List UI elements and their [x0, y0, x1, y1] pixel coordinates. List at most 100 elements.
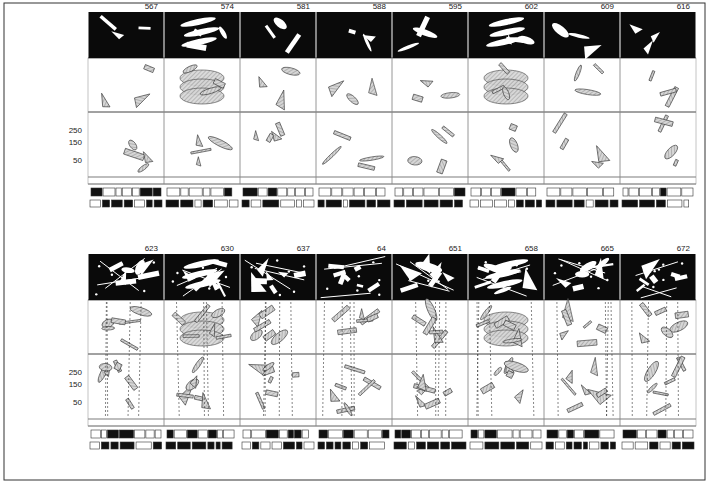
timing-bar: [252, 442, 258, 449]
frame-dot: [356, 289, 358, 291]
frame-shape: [568, 32, 590, 40]
plan-shape: [412, 94, 423, 102]
plan-shape: [259, 305, 275, 319]
plan-shape: [503, 320, 516, 330]
timing-bar: [352, 442, 358, 449]
frame-shape: [649, 30, 662, 43]
timing-box: [243, 188, 257, 196]
elevation-shape: [506, 371, 514, 379]
timing-bar: [516, 200, 523, 207]
frame-dot: [502, 274, 504, 276]
timing-bar: [154, 200, 162, 207]
timing-bar: [525, 200, 534, 207]
column-frame: [544, 58, 620, 184]
timing-box: [574, 430, 583, 438]
column-frame: [468, 58, 544, 184]
film-frame: [317, 254, 392, 300]
frame-shape: [348, 29, 356, 35]
height-scale: 250: [69, 126, 82, 135]
timing-bar: [135, 200, 145, 207]
frame-shape: [109, 261, 124, 272]
film-frame: [621, 254, 696, 300]
frame-dot: [372, 261, 374, 263]
timing-box: [140, 188, 152, 196]
elevation-shape: [596, 388, 608, 397]
trace-line: [611, 302, 613, 417]
timing-bar: [635, 442, 648, 449]
frame-line: [256, 263, 301, 272]
elevation-shape: [321, 145, 342, 165]
timing-box: [647, 430, 657, 438]
trace-line: [557, 302, 558, 417]
plan-shape: [499, 63, 510, 75]
frame-number: 567: [145, 2, 158, 11]
timing-box: [395, 430, 401, 438]
timing-bar: [485, 442, 499, 449]
plan-shape: [360, 309, 380, 325]
plan-shape: [256, 75, 267, 89]
frame-number: 602: [525, 2, 538, 11]
timing-box: [328, 430, 342, 438]
strip: [88, 252, 696, 449]
timing-bar: [370, 442, 385, 449]
timing-bar: [470, 200, 479, 207]
film-frame: [89, 254, 164, 300]
timing-bar: [441, 442, 450, 449]
timing-bar: [120, 442, 134, 449]
timing-bar: [251, 200, 261, 207]
timing-bar: [261, 442, 270, 449]
timing-bar: [622, 200, 638, 207]
timing-box: [132, 188, 139, 196]
plan-shape: [194, 304, 210, 323]
film-frame: [165, 12, 240, 58]
frame-shape: [506, 33, 512, 44]
frame-shape: [440, 269, 454, 283]
elevation-shape: [508, 137, 520, 154]
timing-bar: [470, 442, 483, 449]
timing-box: [442, 430, 448, 438]
timing-box: [604, 188, 614, 196]
timing-bar: [494, 200, 506, 207]
timing-bar: [242, 200, 249, 207]
frame-dot: [554, 272, 556, 274]
plan-shape: [213, 79, 225, 89]
elevation-shape: [275, 122, 284, 136]
timing-box: [155, 430, 161, 438]
column-frame: [468, 300, 544, 426]
frame-shape: [357, 284, 364, 288]
timing-box: [661, 188, 667, 196]
frame-shape: [649, 274, 658, 284]
elevation-shape: [493, 366, 502, 376]
frame-dot: [172, 280, 174, 282]
frame-dot: [437, 280, 439, 282]
frame-dot: [485, 261, 487, 263]
timing-box: [91, 188, 102, 196]
timing-box: [667, 188, 681, 196]
frame-shape: [396, 259, 422, 284]
timing-bar: [427, 442, 438, 449]
timing-box: [189, 188, 202, 196]
elevation-shape: [141, 150, 153, 165]
timing-bar: [112, 200, 123, 207]
timing-bar: [546, 200, 555, 207]
elevation-shape: [268, 376, 273, 383]
frame-dot: [409, 278, 411, 280]
timing-bar: [318, 200, 324, 207]
timing-box: [454, 188, 465, 196]
timing-box: [203, 188, 210, 196]
elevation-shape: [113, 360, 121, 372]
timing-bar: [601, 442, 608, 449]
trace-line: [106, 302, 108, 417]
trace-line: [531, 302, 534, 417]
timing-bar: [203, 200, 213, 207]
timing-bar: [124, 200, 132, 207]
trace-line: [438, 302, 439, 417]
plan-shape: [326, 77, 347, 96]
elevation-shape: [194, 395, 203, 400]
timing-bar: [501, 442, 515, 449]
timing-box: [516, 188, 527, 196]
timing-box: [533, 430, 541, 438]
trace-line: [203, 302, 205, 417]
timing-bar: [192, 442, 206, 449]
plan-shape: [172, 312, 186, 325]
